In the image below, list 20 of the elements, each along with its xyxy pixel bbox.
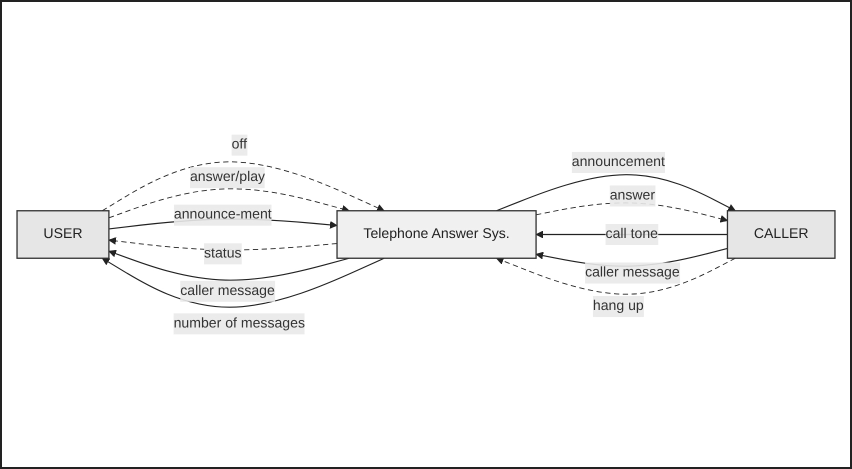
edge-label: hang up (592, 298, 644, 314)
edge-label: caller message (585, 265, 680, 280)
arrow (102, 161, 384, 212)
edge-label: announce-ment (174, 207, 272, 222)
edge-label: answer (610, 188, 656, 203)
edge-label: off (232, 137, 247, 152)
arrow (496, 257, 736, 295)
edge-label: answer/play (190, 170, 266, 185)
edge-label: number of messages (174, 316, 305, 331)
arrow (496, 174, 736, 212)
edge-label: caller message (180, 283, 275, 298)
node-box: Telephone Answer Sys. (336, 210, 537, 259)
arrow (102, 258, 384, 308)
edge-label: status (204, 246, 242, 261)
node-box: USER (16, 210, 110, 259)
edge-label: announcement (572, 154, 665, 170)
edge-label: call tone (606, 226, 658, 242)
node-box: CALLER (726, 210, 836, 259)
arrow (108, 250, 350, 281)
arrow (108, 188, 350, 218)
